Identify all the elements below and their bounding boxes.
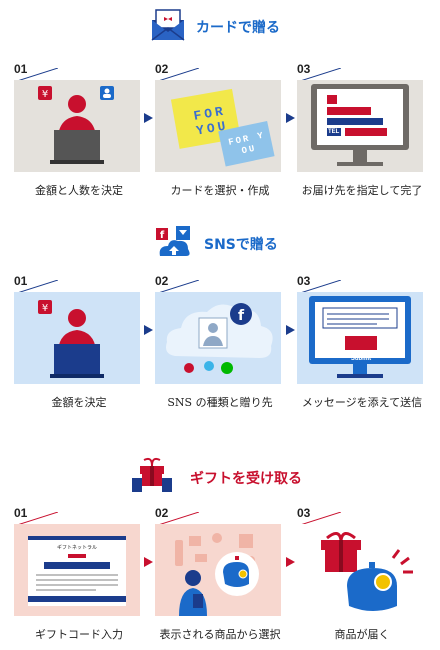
card-step-2: 02 FOR YOU FOR YOU カードを選択・作成 (155, 62, 285, 202)
section-title-receive: ギフトを受け取る (190, 471, 302, 487)
step-caption: 金額と人数を決定 (35, 184, 123, 197)
step-number: 03 (297, 274, 311, 288)
step-caption: ギフトコード入力 (35, 628, 123, 641)
address-form-monitor-icon (311, 84, 409, 166)
step-number: 03 (297, 506, 311, 520)
step-illustration: ギフトネットラル (14, 524, 140, 616)
social-cloud-icon: f (166, 303, 273, 374)
step-illustration: f (155, 292, 281, 384)
svg-text:f: f (160, 230, 165, 241)
step-slash-icon (14, 512, 58, 526)
step-illustration (155, 524, 281, 616)
step-number: 03 (297, 62, 311, 76)
gift-receive-icon (132, 457, 172, 492)
sns-share-icon: f (156, 226, 190, 256)
step-illustration: FOR YOU FOR YOU (155, 80, 281, 172)
step-number: 02 (155, 506, 169, 520)
message-form-monitor-icon (309, 296, 411, 378)
step-illustration: Submit (297, 292, 423, 384)
svg-text:¥: ¥ (42, 89, 48, 100)
sns-step-3: 03 Submit メッセージを添えて送信 (297, 274, 427, 414)
step-illustration: TEL (297, 80, 423, 172)
step-illustration: ¥ (14, 80, 140, 172)
section-title-sns: SNSで贈る (204, 237, 278, 253)
step-caption: 商品が届く (334, 628, 390, 641)
sns-step-2: 02 f SNS の種類と贈り先 (155, 274, 285, 414)
card-step-3: 03 TEL お届け先を指定して完了 (297, 62, 427, 202)
svg-text:¥: ¥ (42, 303, 48, 314)
step-caption: 金額を決定 (51, 396, 107, 409)
delivered-gift-icon (321, 532, 413, 611)
step-slash-icon (155, 68, 199, 82)
next-arrow-icon (286, 113, 295, 123)
step-number: 02 (155, 62, 169, 76)
step-slash-icon (155, 280, 199, 294)
svg-text:f: f (238, 308, 245, 324)
card-step-1: 01 ¥ 金額と人数を決定 (14, 62, 144, 202)
step-slash-icon (155, 512, 199, 526)
message-card-icon (170, 88, 275, 167)
next-arrow-icon (286, 557, 295, 567)
step-illustration (297, 524, 423, 616)
next-arrow-icon (144, 557, 153, 567)
section-header-card: カードで贈る (0, 6, 440, 42)
step-slash-icon (297, 512, 341, 526)
sns-step-1: 01 ¥ 金額を決定 (14, 274, 144, 414)
person-at-laptop-icon: ¥ (38, 86, 114, 164)
step-caption: お届け先を指定して完了 (301, 184, 423, 197)
receive-step-1: 01 ギフトネットラル ギフトコード入力 (14, 506, 144, 646)
step-illustration: ¥ (14, 292, 140, 384)
step-slash-icon (297, 280, 341, 294)
receive-step-2: 02 表示される商品から選択 (155, 506, 285, 646)
step-caption: カードを選択・作成 (170, 184, 270, 197)
step-caption: メッセージを添えて送信 (301, 396, 423, 409)
envelope-icon (151, 9, 185, 41)
step-number: 02 (155, 274, 169, 288)
tel-label: TEL (328, 129, 340, 135)
step-number: 01 (14, 62, 28, 76)
step-caption: SNS の種類と贈り先 (167, 396, 273, 409)
next-arrow-icon (144, 113, 153, 123)
step-number: 01 (14, 274, 28, 288)
section-header-sns: f SNSで贈る (0, 224, 440, 260)
next-arrow-icon (286, 325, 295, 335)
next-arrow-icon (144, 325, 153, 335)
step-slash-icon (297, 68, 341, 82)
step-caption: 表示される商品から選択 (159, 628, 281, 641)
ticket-title: ギフトネットラル (56, 545, 97, 551)
product-selection-icon (175, 533, 259, 616)
step-number: 01 (14, 506, 28, 520)
submit-button: Submit (350, 356, 372, 362)
gift-ticket-icon (28, 536, 126, 606)
section-title-card: カードで贈る (196, 20, 280, 36)
step-slash-icon (14, 280, 58, 294)
person-at-laptop-icon: ¥ (38, 300, 104, 378)
step-slash-icon (14, 68, 58, 82)
receive-step-3: 03 商品が届く (297, 506, 427, 646)
section-header-receive: ギフトを受け取る (0, 456, 440, 492)
